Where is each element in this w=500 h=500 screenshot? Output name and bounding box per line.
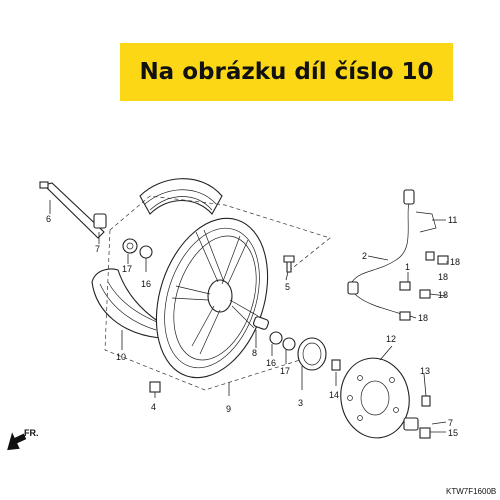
label-18-d: 18 — [438, 272, 448, 282]
clip-1-b[interactable] — [425, 251, 435, 261]
clip-4[interactable] — [149, 381, 161, 393]
clip-1[interactable] — [399, 281, 411, 291]
bearing-17-right[interactable] — [282, 337, 296, 351]
label-6: 6 — [46, 214, 51, 224]
label-5: 5 — [285, 282, 290, 292]
bolt-13[interactable] — [421, 395, 431, 407]
label-13: 13 — [420, 366, 430, 376]
sensor-cable-2[interactable] — [347, 189, 437, 319]
nut-15[interactable] — [419, 427, 431, 439]
speed-sensor-ring-3[interactable] — [297, 337, 327, 371]
bolt-18-c[interactable] — [399, 311, 411, 321]
bolt-18-b[interactable] — [419, 289, 431, 299]
tire-part-10[interactable] — [91, 268, 174, 339]
diagram-code: KTW7F1600B — [446, 487, 496, 496]
label-2: 2 — [362, 251, 367, 261]
bearing-17[interactable] — [122, 238, 138, 254]
label-18-a: 18 — [450, 257, 460, 267]
bolt-18-a[interactable] — [437, 255, 449, 265]
label-1: 1 — [405, 262, 410, 272]
label-17: 17 — [122, 264, 132, 274]
label-9: 9 — [226, 404, 231, 414]
banner-text: Na obrázku díl číslo 10 — [139, 59, 434, 85]
tire-top-segment — [139, 178, 223, 215]
label-4: 4 — [151, 402, 156, 412]
part-number-banner: Na obrázku díl číslo 10 — [120, 43, 453, 101]
label-18-b: 18 — [438, 290, 448, 300]
collar-8[interactable] — [253, 316, 270, 330]
label-12: 12 — [386, 334, 396, 344]
spacer-7[interactable] — [93, 213, 107, 229]
bearing-16[interactable] — [139, 245, 153, 259]
label-14: 14 — [329, 390, 339, 400]
label-17-right: 17 — [280, 366, 290, 376]
label-7-right: 7 — [448, 418, 453, 428]
spacer-7-right[interactable] — [403, 417, 419, 431]
brake-disc-12[interactable] — [335, 353, 416, 444]
axle-6[interactable] — [39, 181, 105, 239]
bolt-5[interactable] — [283, 255, 295, 273]
label-16-right: 16 — [266, 358, 276, 368]
bolt-14[interactable] — [331, 359, 341, 371]
front-direction-arrow: FR. — [7, 428, 39, 451]
direction-label: FR. — [24, 428, 39, 438]
label-18-c: 18 — [418, 313, 428, 323]
label-16: 16 — [141, 279, 151, 289]
bearing-16-right[interactable] — [269, 331, 283, 345]
label-3: 3 — [298, 398, 303, 408]
label-7: 7 — [95, 244, 100, 254]
label-15: 15 — [448, 428, 458, 438]
label-8: 8 — [252, 348, 257, 358]
wheel-rim[interactable] — [137, 204, 287, 392]
label-10: 10 — [116, 352, 126, 362]
label-11: 11 — [448, 215, 457, 225]
